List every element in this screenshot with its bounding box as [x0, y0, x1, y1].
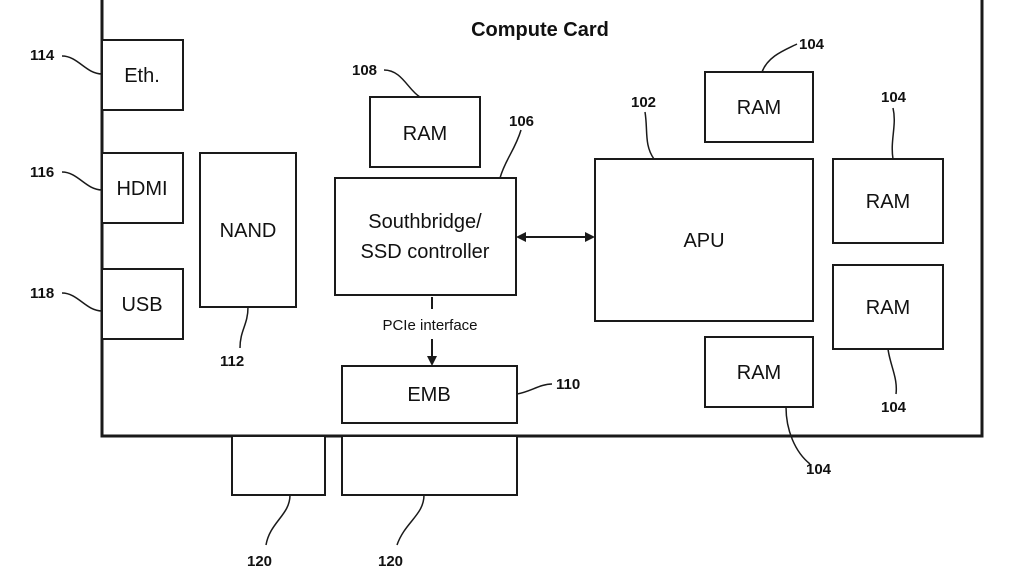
ram-right-upper-label: RAM	[866, 191, 910, 213]
ref-108: 108	[352, 62, 377, 79]
ram-apu-bottom-label: RAM	[737, 362, 781, 384]
leader-102	[644, 111, 655, 160]
southbridge-label-line2: SSD controller	[361, 241, 490, 263]
eth-label: Eth.	[124, 65, 160, 87]
leader-110	[516, 383, 553, 395]
leader-114	[61, 55, 103, 75]
emb-label: EMB	[407, 384, 450, 406]
ram-apu-top-label: RAM	[737, 97, 781, 119]
ref-120-right: 120	[378, 553, 403, 570]
edge-connector-right	[341, 437, 518, 496]
ram-108-label: RAM	[403, 123, 447, 145]
ref-104-top: 104	[799, 36, 825, 53]
edge-connector-left	[231, 437, 326, 496]
leader-118	[61, 292, 103, 312]
hdmi-label: HDMI	[116, 178, 167, 200]
ref-118: 118	[30, 285, 54, 302]
eth-port: Eth.	[101, 39, 184, 111]
leader-120-right	[396, 494, 425, 546]
leader-108	[383, 69, 421, 98]
ref-120-left: 120	[247, 553, 272, 570]
ref-112: 112	[220, 353, 244, 370]
usb-port: USB	[101, 268, 184, 340]
usb-label: USB	[121, 294, 162, 316]
ref-104-right-upper: 104	[881, 89, 907, 106]
pcie-interface-label: PCIe interface	[382, 317, 477, 334]
southbridge-block: Southbridge/ SSD controller	[334, 177, 517, 296]
emb-block: EMB	[341, 365, 518, 424]
apu-label: APU	[683, 230, 724, 252]
ram-apu-top-block: RAM	[704, 71, 814, 143]
ref-116: 116	[30, 164, 54, 181]
ref-114: 114	[30, 47, 55, 64]
ref-106: 106	[509, 113, 534, 130]
ref-110: 110	[556, 376, 580, 393]
ref-104-bottom: 104	[806, 461, 832, 478]
leader-104-right-lower	[887, 348, 898, 395]
diagram-title: Compute Card	[471, 19, 609, 41]
ram-right-lower-block: RAM	[832, 264, 944, 350]
nand-label: NAND	[220, 220, 277, 242]
leader-104-right-upper	[891, 107, 896, 160]
leader-106	[499, 129, 522, 179]
ram-apu-bottom-block: RAM	[704, 336, 814, 408]
leader-104-top	[761, 43, 798, 73]
leader-104-bottom	[785, 406, 811, 465]
ram-right-upper-block: RAM	[832, 158, 944, 244]
southbridge-label-line1: Southbridge/	[368, 211, 482, 233]
nand-block: NAND	[199, 152, 297, 308]
leader-120-left	[265, 494, 291, 546]
ram-108-block: RAM	[369, 96, 481, 168]
hdmi-port: HDMI	[101, 152, 184, 224]
apu-block: APU	[594, 158, 814, 322]
ref-104-right-lower: 104	[881, 399, 907, 416]
ref-102: 102	[631, 94, 656, 111]
leader-112	[239, 306, 249, 349]
ram-right-lower-label: RAM	[866, 297, 910, 319]
leader-116	[61, 171, 103, 191]
